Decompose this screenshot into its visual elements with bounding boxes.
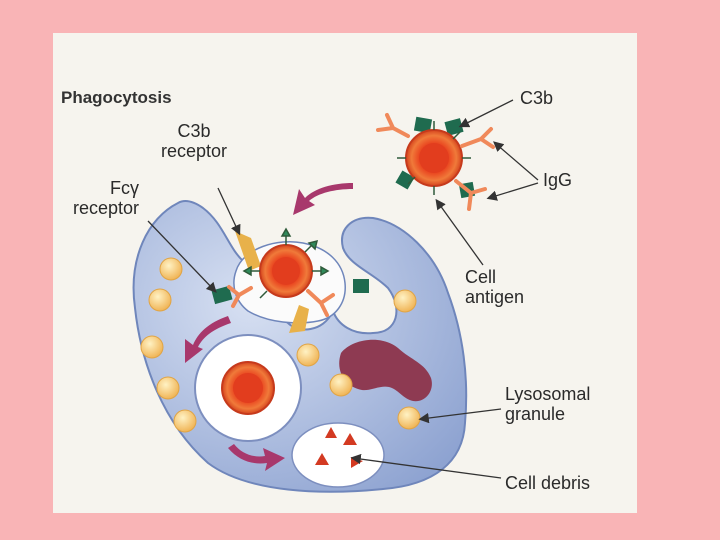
lysosomal-granule-icon xyxy=(330,374,352,396)
lysosomal-granule-icon xyxy=(141,336,163,358)
lysosomal-granule-icon xyxy=(149,289,171,311)
lysosomal-granule-icon xyxy=(160,258,182,280)
lysosomal-granule-icon xyxy=(394,290,416,312)
c3b-icon xyxy=(353,279,369,293)
debris-vacuole xyxy=(292,423,384,487)
lysosomal-granule-icon xyxy=(157,377,179,399)
label-cell-debris: Cell debris xyxy=(505,473,590,493)
label-c3b-receptor: C3b receptor xyxy=(161,121,227,161)
label-fcy-receptor: Fcγ receptor xyxy=(59,178,139,218)
label-c3b: C3b xyxy=(520,88,553,108)
lysosomal-granule-icon xyxy=(297,344,319,366)
label-cell-antigen: Cell antigen xyxy=(465,267,524,307)
label-lysosomal-granule: Lysosomal granule xyxy=(505,384,590,424)
curved-arrow-icon xyxy=(293,183,353,215)
opsonized-target-cell xyxy=(378,115,493,209)
target-cell-inner-icon xyxy=(233,373,263,403)
diagram-title: Phagocytosis xyxy=(61,88,172,108)
target-cell-inner-icon xyxy=(419,143,449,173)
phagocytosis-figure: Phagocytosis C3b C3b receptor Fcγ recept… xyxy=(53,33,637,513)
lysosomal-granule-icon xyxy=(398,407,420,429)
target-cell-inner-icon xyxy=(272,257,300,285)
label-igg: IgG xyxy=(543,170,572,190)
lysosomal-granule-icon xyxy=(174,410,196,432)
